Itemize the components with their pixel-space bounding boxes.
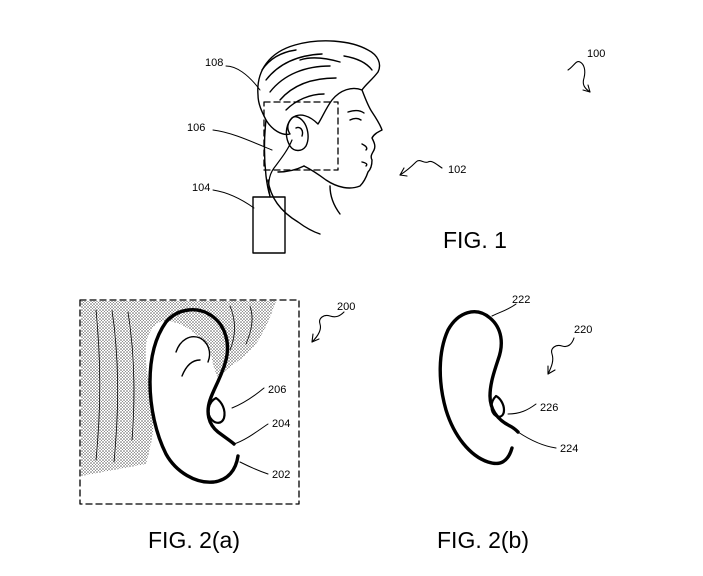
ear-canal-loop-b — [490, 394, 506, 418]
ref-204: 204 — [272, 418, 290, 430]
ear-outline-b — [438, 310, 520, 466]
ref-100: 100 — [587, 48, 605, 60]
earpiece-region-dashed-box — [263, 101, 339, 171]
fig2a-dashed-frame — [79, 299, 300, 505]
ear-canal-loop — [207, 396, 226, 424]
fig2b-group: 222 220 226 224 FIG. 2(b) — [437, 294, 592, 553]
hair-shading — [81, 301, 276, 476]
device-box — [252, 196, 286, 254]
ref-102: 102 — [448, 164, 466, 176]
device-cable — [268, 139, 293, 198]
ref-220: 220 — [574, 324, 592, 336]
ref-202: 202 — [272, 469, 290, 481]
ref-200: 200 — [337, 301, 355, 313]
ref-108: 108 — [205, 57, 223, 69]
ear-outline — [148, 308, 240, 484]
fig1-group: 108 106 104 102 100 FIG. 1 — [187, 40, 605, 254]
ref-104: 104 — [192, 182, 210, 194]
fig2a-caption: FIG. 2(a) — [148, 527, 240, 553]
ref-224: 224 — [560, 443, 578, 455]
head-profile — [257, 40, 383, 235]
ref-226: 226 — [540, 402, 558, 414]
hair-strand-lines — [95, 305, 253, 463]
fig1-caption: FIG. 1 — [443, 227, 507, 253]
ref-106: 106 — [187, 122, 205, 134]
fig2b-caption: FIG. 2(b) — [437, 527, 529, 553]
fig2a-group: 206 204 202 200 FIG. 2(a) — [79, 299, 355, 553]
ref-206: 206 — [268, 384, 286, 396]
ref-222: 222 — [512, 294, 530, 306]
ear-inner-fold — [175, 336, 211, 377]
